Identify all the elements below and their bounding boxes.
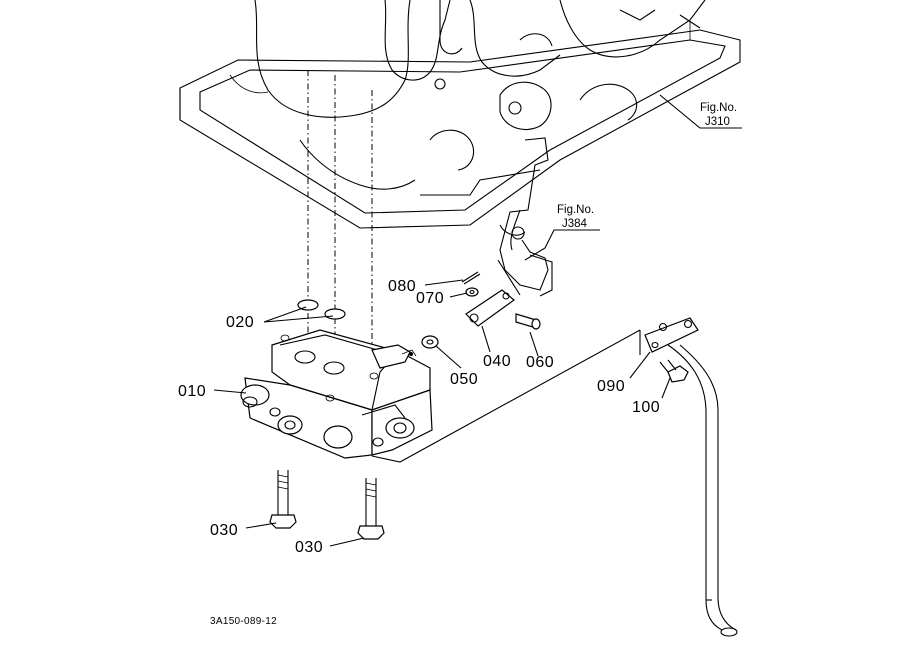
control-valve-010 <box>240 329 433 459</box>
callout-030-right: 030 <box>295 539 323 556</box>
nut-050 <box>421 335 439 349</box>
pipe-clamp-bracket <box>644 317 699 353</box>
joint-040 <box>465 289 515 327</box>
figure-ref-j384-line2: J384 <box>562 218 588 230</box>
figure-ref-j310-line1: Fig.No. <box>700 102 737 114</box>
control-linkage-arm <box>497 137 553 297</box>
transmission-housing <box>179 0 741 229</box>
bolt-030-left <box>269 470 297 529</box>
o-ring-020 <box>297 299 346 320</box>
figure-ref-j310-line2: J310 <box>705 116 730 128</box>
bolt-030-right <box>357 478 385 540</box>
callout-040: 040 <box>483 353 511 370</box>
callout-100: 100 <box>632 399 660 416</box>
callout-020: 020 <box>226 314 254 331</box>
figure-ref-j384: Fig.No. J384 <box>557 204 594 230</box>
callout-080: 080 <box>388 278 416 295</box>
callout-090: 090 <box>597 378 625 395</box>
pin-060 <box>515 313 541 330</box>
drawing-code: 3A150-089-12 <box>210 616 277 627</box>
callout-070: 070 <box>416 290 444 307</box>
callout-060: 060 <box>526 354 554 371</box>
hydraulic-pipe-090 <box>371 329 738 637</box>
bolt-100 <box>659 359 689 383</box>
figure-ref-j310: Fig.No. J310 <box>700 102 737 128</box>
cotter-pin-080 <box>461 271 481 285</box>
leader-lines <box>213 94 742 547</box>
callout-010: 010 <box>178 383 206 400</box>
figure-ref-j384-line1: Fig.No. <box>557 204 594 216</box>
callout-030-left: 030 <box>210 522 238 539</box>
washer-070 <box>465 287 479 297</box>
alignment-lines <box>307 70 373 370</box>
callout-050: 050 <box>450 371 478 388</box>
